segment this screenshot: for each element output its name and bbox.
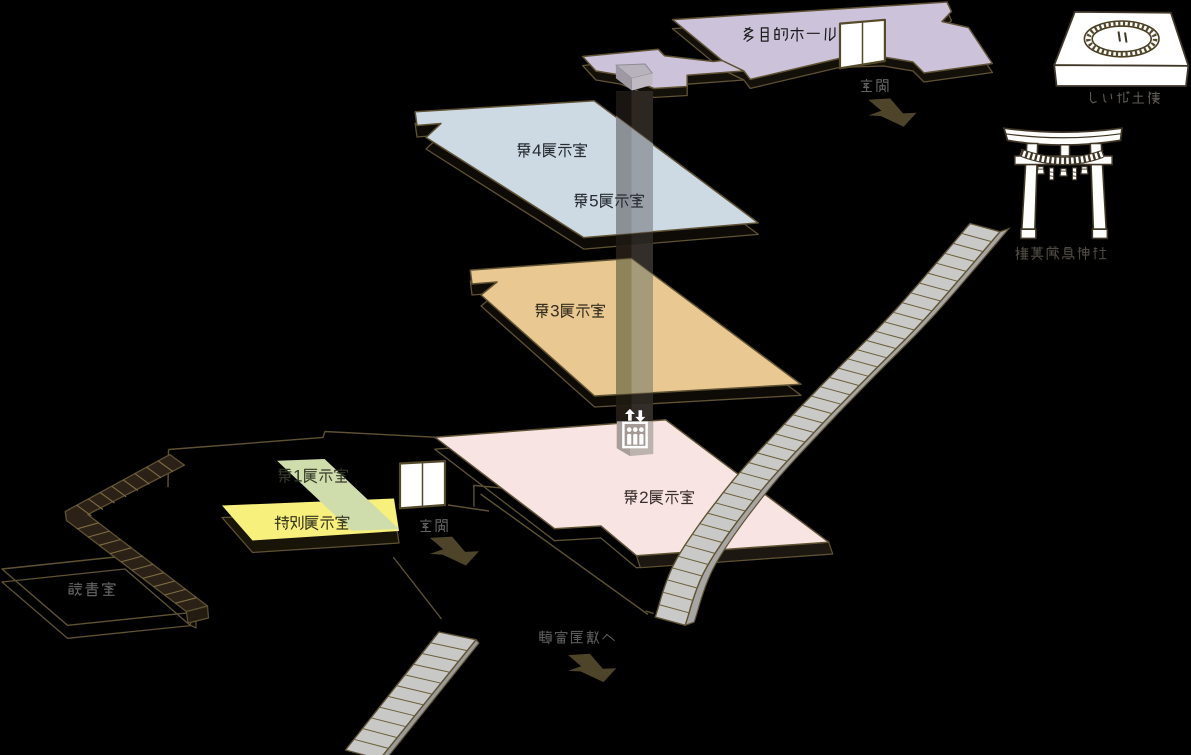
svg-text:1: 1 bbox=[293, 467, 302, 486]
svg-text:2: 2 bbox=[639, 488, 648, 507]
svg-text:5: 5 bbox=[589, 192, 598, 211]
svg-text:4: 4 bbox=[532, 141, 541, 160]
svg-text:3: 3 bbox=[550, 302, 559, 321]
